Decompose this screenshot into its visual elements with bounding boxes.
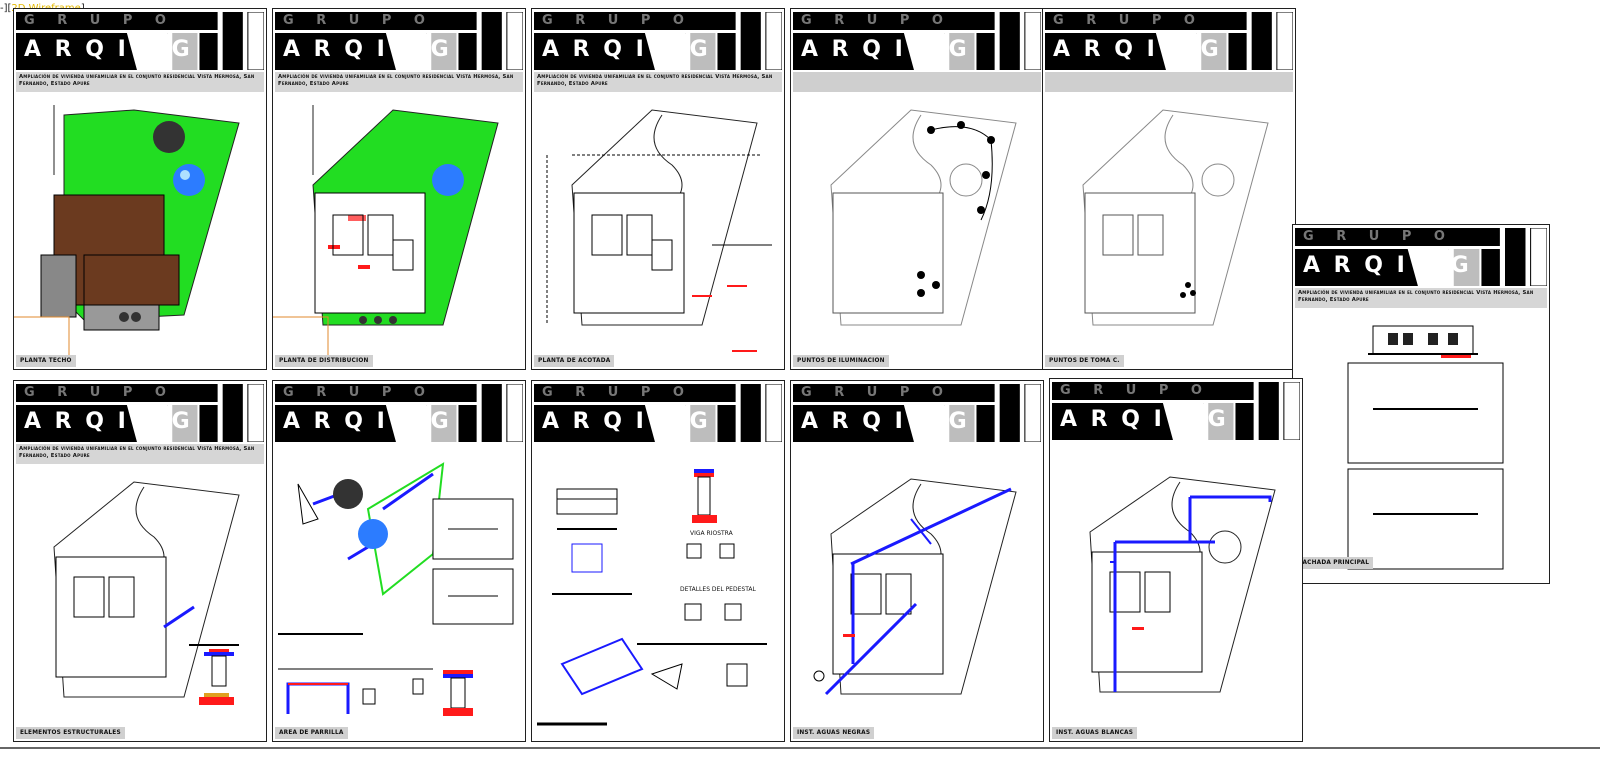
title-block: G R U P O A R Q I N G [1045,12,1293,70]
drawing-planta-acotada [532,95,784,369]
title-block: G R U P O A R Q I N G [534,12,782,70]
grupo-arqing-logo [1052,382,1300,440]
logo-line-arqing: A R Q I N G [542,37,711,62]
logo-line-arqing: A R Q I N G [801,37,970,62]
logo-line-arqing: A R Q I N G [542,409,711,434]
logo-line-arqing: A R Q I N G [801,409,970,434]
logo-line-grupo: G R U P O [542,385,693,400]
logo-line-grupo: G R U P O [1060,383,1211,398]
project-subtitle: Ampliación de vivienda unifamiliar en el… [534,72,782,92]
grupo-arqing-logo [275,12,523,70]
drawing-aguas-blancas [1050,442,1302,741]
sheet-label: FACHADA PRINCIPAL [1295,557,1374,569]
sheet-puntos-toma[interactable]: G R U P O A R Q I N G PUNTOS DE TOMA C. [1042,8,1296,370]
project-subtitle-empty [793,72,1041,92]
title-block: G R U P O A R Q I N G [534,384,782,442]
logo-line-arqing: A R Q I N G [1060,407,1229,432]
project-subtitle: Ampliación de vivienda unifamiliar en el… [275,72,523,92]
project-subtitle: Ampliación de vivienda unifamiliar en el… [16,444,264,464]
logo-line-grupo: G R U P O [1053,13,1204,28]
title-block: G R U P O A R Q I N G [793,12,1041,70]
drawing-aguas-negras [791,444,1043,741]
drawing-planta-techo [14,95,266,369]
logo-line-grupo: G R U P O [1303,229,1454,244]
drawing-puntos-toma [1043,95,1295,369]
title-block: G R U P O A R Q I N G [275,384,523,442]
logo-line-grupo: G R U P O [24,385,175,400]
logo-line-grupo: G R U P O [283,13,434,28]
drawing-detalles: VIGA RIOSTRA DETALLES DEL PEDESTAL [532,444,784,741]
drawing-area-border [0,747,1600,749]
title-block: G R U P O A R Q I N G [275,12,523,70]
sheet-aguas-negras[interactable]: G R U P O A R Q I N G INST. AGUAS NEGRAS [790,380,1044,742]
logo-line-arqing: A R Q I N G [283,409,452,434]
sheet-puntos-iluminacion[interactable]: G R U P O A R Q I N G PUNTOS DE ILUMINACI… [790,8,1044,370]
logo-line-grupo: G R U P O [283,385,434,400]
pedestal-label: DETALLES DEL PEDESTAL [680,586,756,593]
sheet-label: AREA DE PARRILLA [275,727,348,739]
sheet-label: PLANTA DE ACOTADA [534,355,615,367]
grupo-arqing-logo [1295,228,1547,286]
grupo-arqing-logo [16,12,264,70]
drawing-area-parrilla [273,444,525,741]
logo-line-arqing: A R Q I N G [24,409,193,434]
sheet-planta-acotada[interactable]: G R U P O A R Q I N G Ampliación de vivie… [531,8,785,370]
logo-line-grupo: G R U P O [801,13,952,28]
logo-line-arqing: A R Q I N G [1053,37,1222,62]
title-block: G R U P O A R Q I N G [1295,228,1547,286]
sheet-label: INST. AGUAS BLANCAS [1052,727,1138,739]
sheet-label: PUNTOS DE ILUMINACION [793,355,889,367]
logo-line-arqing: A R Q I N G [24,37,193,62]
sheet-label: INST. AGUAS NEGRAS [793,727,875,739]
title-block: G R U P O A R Q I N G [1052,382,1300,440]
sheet-label: ELEMENTOS ESTRUCTURALES [16,727,125,739]
title-block: G R U P O A R Q I N G [793,384,1041,442]
grupo-arqing-logo [275,384,523,442]
grupo-arqing-logo [534,384,782,442]
sheet-planta-distribucion[interactable]: G R U P O A R Q I N G Ampliación de vivie… [272,8,526,370]
grupo-arqing-logo [1045,12,1293,70]
logo-line-grupo: G R U P O [801,385,952,400]
project-subtitle-empty [1045,72,1293,92]
project-subtitle: Ampliación de vivienda unifamiliar en el… [1295,288,1547,308]
project-subtitle: Ampliación de vivienda unifamiliar en el… [16,72,264,92]
viga-riostra-label: VIGA RIOSTRA [690,530,733,537]
logo-line-arqing: A R Q I N G [283,37,452,62]
sheet-planta-techo[interactable]: G R U P O A R Q I N G Ampliación de vivie… [13,8,267,370]
sheet-fachada-principal[interactable]: G R U P O A R Q I N G Ampliación de vivie… [1292,224,1550,584]
drawing-planta-distribucion [273,95,525,369]
grupo-arqing-logo [16,384,264,442]
drawing-puntos-iluminacion [791,95,1043,369]
logo-line-arqing: A R Q I N G [1303,253,1472,278]
title-block: G R U P O A R Q I N G [16,384,264,442]
sheet-label: PUNTOS DE TOMA C. [1045,355,1124,367]
title-block: G R U P O A R Q I N G [16,12,264,70]
grupo-arqing-logo [534,12,782,70]
grupo-arqing-logo [793,12,1041,70]
sheet-label: PLANTA TECHO [16,355,76,367]
drawing-fachada-principal [1293,311,1549,583]
logo-line-grupo: G R U P O [542,13,693,28]
sheet-elementos-estructurales[interactable]: G R U P O A R Q I N G Ampliación de vivie… [13,380,267,742]
sheet-aguas-blancas[interactable]: G R U P O A R Q I N G INST. AGUAS BLANCAS [1049,378,1303,742]
sheet-label: PLANTA DE DISTRIBUCION [275,355,373,367]
grupo-arqing-logo [793,384,1041,442]
sheet-detalles[interactable]: G R U P O A R Q I N G VIGA RIOSTRA DETALL… [531,380,785,742]
viewport-controls[interactable]: -][ [0,3,12,14]
drawing-elementos-estructurales [14,467,266,741]
logo-line-grupo: G R U P O [24,13,175,28]
